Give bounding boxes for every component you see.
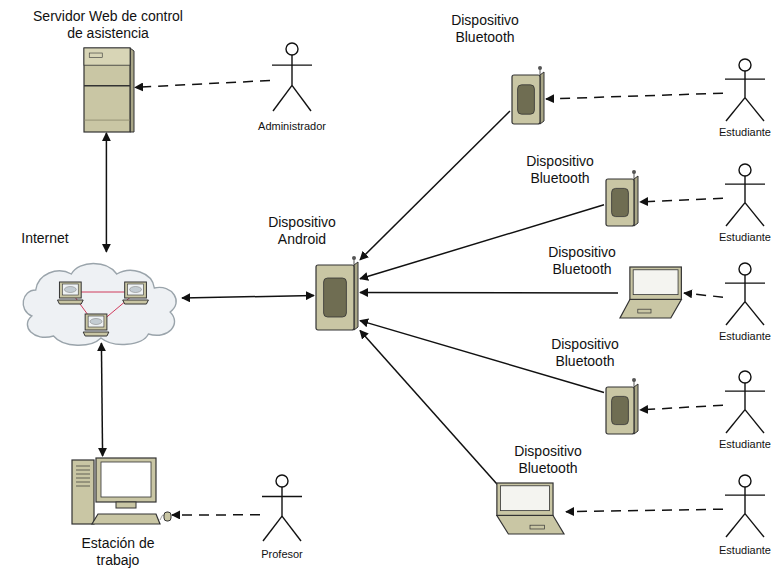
node-label: Estudiante bbox=[710, 438, 780, 451]
usage-arrow bbox=[566, 509, 723, 512]
actor-icon bbox=[723, 58, 767, 122]
phone-icon bbox=[314, 256, 360, 332]
node-label: Estación de trabajo bbox=[78, 535, 158, 569]
actor-icon bbox=[723, 474, 767, 538]
actor-icon bbox=[723, 163, 767, 227]
bluetooth-device: Dispositivo Bluetooth bbox=[516, 153, 640, 228]
android-device: Dispositivo Android bbox=[258, 214, 360, 332]
node-label: Dispositivo Bluetooth bbox=[516, 153, 604, 187]
bluetooth-device: Dispositivo Bluetooth bbox=[441, 12, 546, 126]
bluetooth-device: Dispositivo Bluetooth bbox=[494, 443, 592, 536]
phone-icon bbox=[604, 378, 640, 436]
link-arrow bbox=[106, 133, 108, 252]
phone-icon bbox=[510, 66, 546, 126]
laptopL-icon bbox=[494, 482, 566, 536]
actor-node: Estudiante bbox=[710, 262, 780, 343]
node-label: Dispositivo Bluetooth bbox=[441, 12, 529, 46]
workstation-icon bbox=[70, 456, 172, 528]
actor-icon bbox=[260, 474, 304, 542]
actor-node: Estudiante bbox=[710, 58, 780, 139]
node-label: Estudiante bbox=[710, 126, 780, 139]
node-label: Servidor Web de control de asistencia bbox=[28, 8, 188, 42]
node-label: Estudiante bbox=[710, 544, 780, 557]
phone-icon bbox=[604, 170, 640, 228]
node-label: Internet bbox=[10, 230, 80, 247]
internet-cloud: Internet bbox=[10, 230, 182, 346]
node-label: Dispositivo Bluetooth bbox=[541, 336, 629, 370]
workstation-node: Estación de trabajo bbox=[70, 456, 172, 569]
bluetooth-device: Dispositivo Bluetooth bbox=[541, 336, 640, 436]
node-label: Estudiante bbox=[710, 231, 780, 244]
node-label: Estudiante bbox=[710, 330, 780, 343]
server-node: Servidor Web de control de asistencia bbox=[28, 8, 188, 133]
node-label: Dispositivo Bluetooth bbox=[538, 244, 626, 278]
actor-node: Administrador bbox=[242, 42, 342, 133]
actor-node: Profesor bbox=[232, 474, 332, 561]
actor-icon bbox=[270, 42, 314, 112]
link-arrow bbox=[101, 343, 102, 456]
usage-arrow bbox=[684, 293, 723, 297]
actor-node: Estudiante bbox=[710, 163, 780, 244]
node-label: Dispositivo Android bbox=[258, 214, 346, 248]
link-arrow bbox=[360, 331, 498, 485]
server-icon bbox=[83, 47, 135, 133]
link-arrow bbox=[360, 111, 510, 260]
node-label: Profesor bbox=[232, 548, 332, 561]
usage-arrow bbox=[640, 198, 723, 202]
actor-icon bbox=[723, 262, 767, 326]
link-arrow bbox=[360, 292, 618, 294]
cloud-icon bbox=[14, 250, 182, 346]
actor-icon bbox=[723, 370, 767, 434]
actor-node: Estudiante bbox=[710, 370, 780, 451]
usage-arrow bbox=[135, 81, 270, 88]
actor-node: Estudiante bbox=[710, 474, 780, 557]
link-arrow bbox=[182, 296, 314, 299]
usage-arrow bbox=[640, 405, 723, 410]
usage-arrow bbox=[546, 93, 723, 99]
node-label: Administrador bbox=[242, 120, 342, 133]
laptop-icon bbox=[618, 266, 684, 320]
bluetooth-device: Dispositivo Bluetooth bbox=[538, 244, 684, 320]
usage-arrow bbox=[172, 514, 260, 516]
node-label: Dispositivo Bluetooth bbox=[504, 443, 592, 477]
